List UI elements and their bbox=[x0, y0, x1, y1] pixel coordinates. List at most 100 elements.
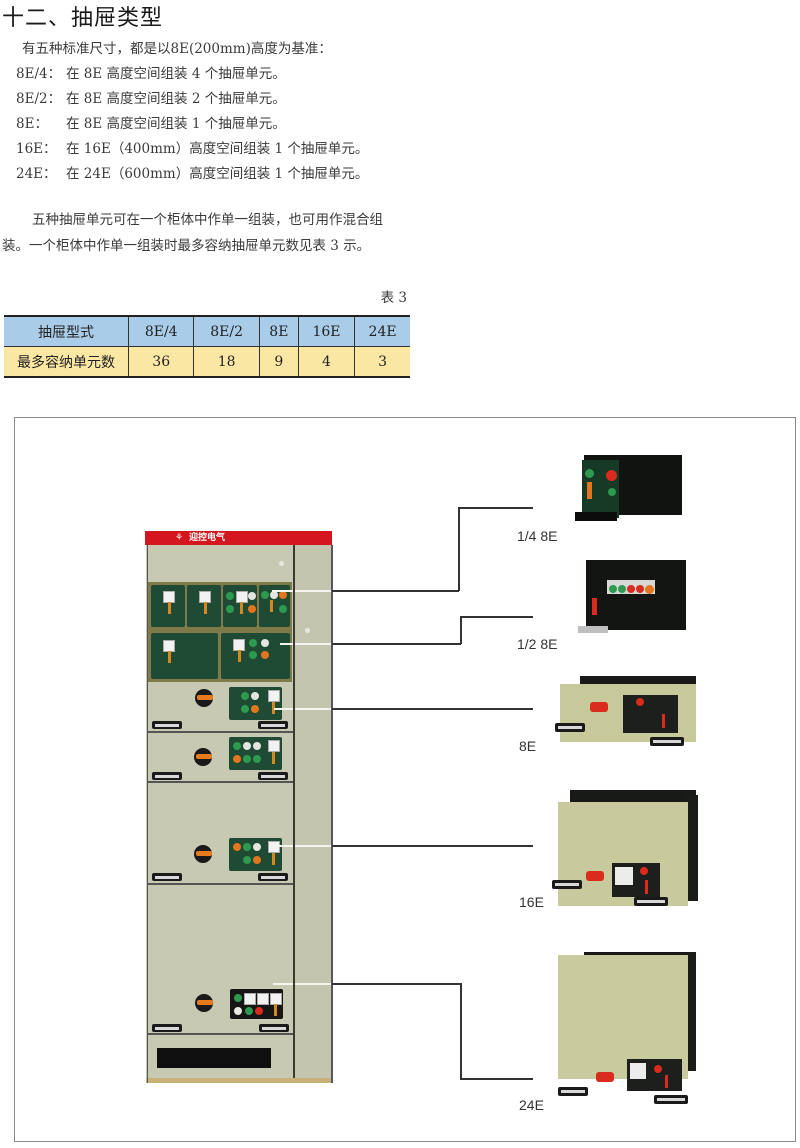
indicator-light-green bbox=[279, 605, 287, 613]
meter-panel bbox=[230, 989, 283, 1019]
pointer-line bbox=[280, 643, 293, 645]
indicator-light-red bbox=[606, 470, 617, 481]
logo-icon: ⚘ bbox=[175, 533, 184, 543]
pointer-line bbox=[295, 708, 331, 710]
indicator-light-green bbox=[226, 605, 234, 613]
row-cell: 18 bbox=[193, 346, 260, 377]
indicator-light-white bbox=[270, 591, 278, 599]
drawer-divider bbox=[148, 1033, 293, 1035]
indicator-light-green bbox=[618, 585, 626, 593]
indicator-light-green bbox=[243, 843, 251, 851]
drawer-quarter-2 bbox=[187, 585, 221, 627]
type-desc: 在 8E 高度空间组装 2 个抽屉单元。 bbox=[66, 91, 286, 107]
indicator-light-green bbox=[226, 592, 234, 600]
drawer-half-1 bbox=[151, 633, 218, 679]
type-label: 8E/4： bbox=[16, 66, 62, 82]
header-cell: 24E bbox=[354, 316, 410, 347]
drawer-quarter-3 bbox=[223, 585, 257, 627]
unit-pull-handle bbox=[558, 1087, 588, 1096]
indicator-light-orange bbox=[261, 651, 269, 659]
indicator-light-green bbox=[234, 994, 242, 1002]
drawer-pull-handle bbox=[258, 772, 288, 780]
unit-label: 16E bbox=[519, 894, 544, 910]
indicator-light-white bbox=[243, 742, 251, 750]
handle-lever bbox=[238, 650, 241, 662]
handle-lever bbox=[592, 598, 597, 615]
indicator-light-red bbox=[636, 698, 644, 706]
section-title: 十二、抽屉类型 bbox=[2, 6, 164, 31]
type-label: 24E： bbox=[16, 166, 57, 182]
type-desc: 在 8E 高度空间组装 1 个抽屉单元。 bbox=[66, 116, 286, 132]
indicator-light-red bbox=[636, 585, 644, 593]
handle-lever bbox=[168, 651, 171, 663]
cabinet-side-panel bbox=[295, 545, 333, 1083]
header-cell: 8E/4 bbox=[127, 316, 194, 347]
row-cell: 36 bbox=[127, 346, 194, 377]
meter-icon bbox=[268, 690, 280, 702]
drawer-pull-handle bbox=[259, 1024, 289, 1032]
handle-lever bbox=[272, 702, 275, 714]
handle-lever bbox=[240, 602, 243, 614]
meter-icon bbox=[268, 740, 280, 752]
type-label: 8E/2： bbox=[16, 91, 62, 107]
drawer-pull-handle bbox=[152, 1024, 182, 1032]
cabinet-screw bbox=[279, 561, 284, 566]
pointer-line bbox=[273, 983, 293, 985]
drawer-half-2 bbox=[221, 633, 290, 679]
indicator-light-green bbox=[241, 692, 249, 700]
row-cell: 4 bbox=[297, 346, 355, 377]
type-label: 16E： bbox=[16, 141, 57, 157]
cabinet-base bbox=[146, 1078, 331, 1083]
indicator-light-red bbox=[640, 867, 648, 875]
type-row-8e4: 8E/4：在 8E 高度空间组装 4 个抽屉单元。 bbox=[16, 62, 286, 82]
header-cell: 8E/2 bbox=[193, 316, 260, 347]
indicator-light-green bbox=[233, 742, 241, 750]
unit-body bbox=[586, 560, 686, 630]
meter-icon bbox=[630, 1063, 646, 1079]
rotary-switch-icon bbox=[194, 845, 212, 863]
row-cell: 9 bbox=[258, 346, 299, 377]
meter-icon bbox=[257, 993, 269, 1005]
indicator-light-orange bbox=[253, 856, 261, 864]
rotary-switch-icon bbox=[586, 871, 604, 881]
control-panel bbox=[229, 838, 282, 871]
type-desc: 在 16E（400mm）高度空间组装 1 个抽屉单元。 bbox=[66, 141, 369, 157]
type-row-8e2: 8E/2：在 8E 高度空间组装 2 个抽屉单元。 bbox=[16, 87, 286, 107]
unit-pull-handle bbox=[634, 897, 668, 906]
indicator-light-red bbox=[654, 1065, 662, 1073]
type-desc: 在 8E 高度空间组装 4 个抽屉单元。 bbox=[66, 66, 286, 82]
indicator-light-orange bbox=[279, 591, 287, 599]
pointer-line bbox=[295, 983, 331, 985]
row-cell: 3 bbox=[354, 346, 410, 377]
type-label: 8E： bbox=[16, 116, 48, 132]
drawer-quarter-1 bbox=[151, 585, 185, 627]
indicator-light-green bbox=[609, 585, 617, 593]
rotary-switch-icon bbox=[596, 1072, 614, 1082]
type-desc: 在 24E（600mm）高度空间组装 1 个抽屉单元。 bbox=[66, 166, 369, 182]
handle-lever bbox=[272, 853, 275, 865]
rotary-switch-icon bbox=[195, 689, 213, 707]
indicator-light-green bbox=[243, 755, 251, 763]
drawer-pull-handle bbox=[258, 873, 288, 881]
cabinet-brand-bar: ⚘ 迎控电气 bbox=[145, 531, 332, 545]
cabinet-screw bbox=[305, 628, 310, 633]
unit-pull-handle bbox=[654, 1095, 688, 1104]
indicator-light-green bbox=[261, 591, 269, 599]
cabinet-edge bbox=[147, 545, 148, 1083]
type-row-16e: 16E： 在 16E（400mm）高度空间组装 1 个抽屉单元。 bbox=[16, 137, 368, 157]
meter-icon bbox=[615, 867, 633, 885]
control-panel bbox=[623, 695, 678, 733]
indicator-light-red bbox=[255, 1007, 263, 1015]
body-paragraph: 五种抽屉单元可在一个柜体中作单一组装，也可用作混合组装。一个柜体中作单一组装时最… bbox=[2, 207, 407, 259]
pointer-line bbox=[295, 643, 331, 645]
unit-rail bbox=[578, 626, 608, 633]
handle-lever bbox=[274, 1004, 277, 1016]
cabinet-divider bbox=[293, 545, 295, 1083]
control-panel bbox=[229, 687, 282, 720]
pointer-line bbox=[295, 590, 331, 592]
unit-label: 8E bbox=[519, 738, 537, 754]
drawer-divider bbox=[148, 781, 293, 783]
type-row-24e: 24E： 在 24E（600mm）高度空间组装 1 个抽屉单元。 bbox=[16, 162, 368, 182]
pointer-line bbox=[272, 590, 293, 592]
meter-icon bbox=[268, 841, 280, 853]
